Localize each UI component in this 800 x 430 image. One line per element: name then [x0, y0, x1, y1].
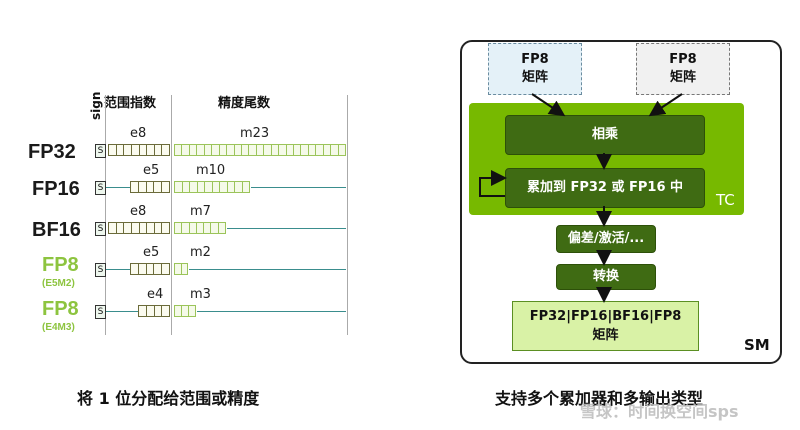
precision-mantissa-header: 精度尾数 — [218, 96, 271, 111]
multiply-stage: 相乘 — [505, 115, 705, 155]
watermark: 雪球：时间换空间sps — [580, 402, 739, 421]
guide-line — [105, 95, 106, 335]
sign-bit: S — [95, 222, 106, 236]
exponent-bits — [138, 305, 170, 317]
arrow-b-to-multiply — [648, 93, 683, 117]
range-exponent-header: 范围指数 — [104, 96, 157, 111]
mantissa-bits — [174, 144, 347, 156]
mantissa-label: m2 — [190, 245, 211, 260]
padding-line — [106, 311, 138, 312]
arrow-a-to-multiply — [531, 93, 566, 117]
padding-line — [106, 269, 130, 270]
format-label-fp32: FP32 — [28, 141, 76, 163]
exponent-bits — [130, 263, 170, 275]
padding-line — [189, 269, 346, 270]
tc-label: TC — [716, 191, 735, 209]
exponent-bits — [108, 222, 170, 234]
sm-label: SM — [744, 336, 770, 354]
sign-bit: S — [95, 263, 106, 277]
format-label-fp8-e4m3: FP8 — [42, 298, 79, 320]
output-types: FP32|FP16|BF16|FP8 — [529, 309, 682, 324]
accumulate-stage: 累加到 FP32 或 FP16 中 — [505, 168, 705, 208]
exponent-label: e4 — [147, 287, 164, 302]
padding-line — [251, 187, 346, 188]
exponent-label: e5 — [143, 163, 160, 178]
exponent-bits — [130, 181, 170, 193]
padding-line — [227, 228, 346, 229]
format-sublabel-e5m2: (E5M2) — [42, 278, 75, 289]
mantissa-bits — [174, 305, 196, 317]
sign-bit: S — [95, 181, 106, 195]
sign-bit: S — [95, 305, 106, 319]
matrix-a-input: FP8 矩阵 — [488, 43, 582, 95]
padding-line — [106, 187, 130, 188]
matrix-b-label: 矩阵 — [669, 70, 696, 85]
exponent-label: e8 — [130, 204, 147, 219]
output-label: 矩阵 — [592, 328, 619, 343]
mantissa-label: m7 — [190, 204, 211, 219]
format-label-bf16: BF16 — [32, 219, 81, 241]
exponent-label: e8 — [130, 126, 147, 141]
matrix-b-input: FP8 矩阵 — [636, 43, 730, 95]
guide-line — [347, 95, 348, 335]
convert-stage: 转换 — [556, 264, 656, 290]
exponent-label: e5 — [143, 245, 160, 260]
matrix-a-label: 矩阵 — [521, 70, 548, 85]
padding-line — [197, 311, 346, 312]
mantissa-bits — [174, 181, 250, 193]
format-label-fp8-e5m2: FP8 — [42, 254, 79, 276]
mantissa-label: m10 — [196, 163, 226, 178]
sign-bit: S — [95, 144, 106, 158]
right-caption: 支持多个累加器和多输出类型 — [495, 389, 704, 408]
left-caption: 将 1 位分配给范围或精度 — [77, 389, 260, 408]
matrix-a-type: FP8 — [521, 52, 549, 67]
exponent-bits — [108, 144, 170, 156]
format-label-fp16: FP16 — [32, 178, 80, 200]
format-sublabel-e4m3: (E4M3) — [42, 322, 75, 333]
mantissa-label: m23 — [240, 126, 270, 141]
guide-line — [171, 95, 172, 335]
mantissa-bits — [174, 263, 188, 275]
arrow-accumulate-loop — [479, 170, 507, 197]
mantissa-bits — [174, 222, 226, 234]
matrix-b-type: FP8 — [669, 52, 697, 67]
mantissa-label: m3 — [190, 287, 211, 302]
